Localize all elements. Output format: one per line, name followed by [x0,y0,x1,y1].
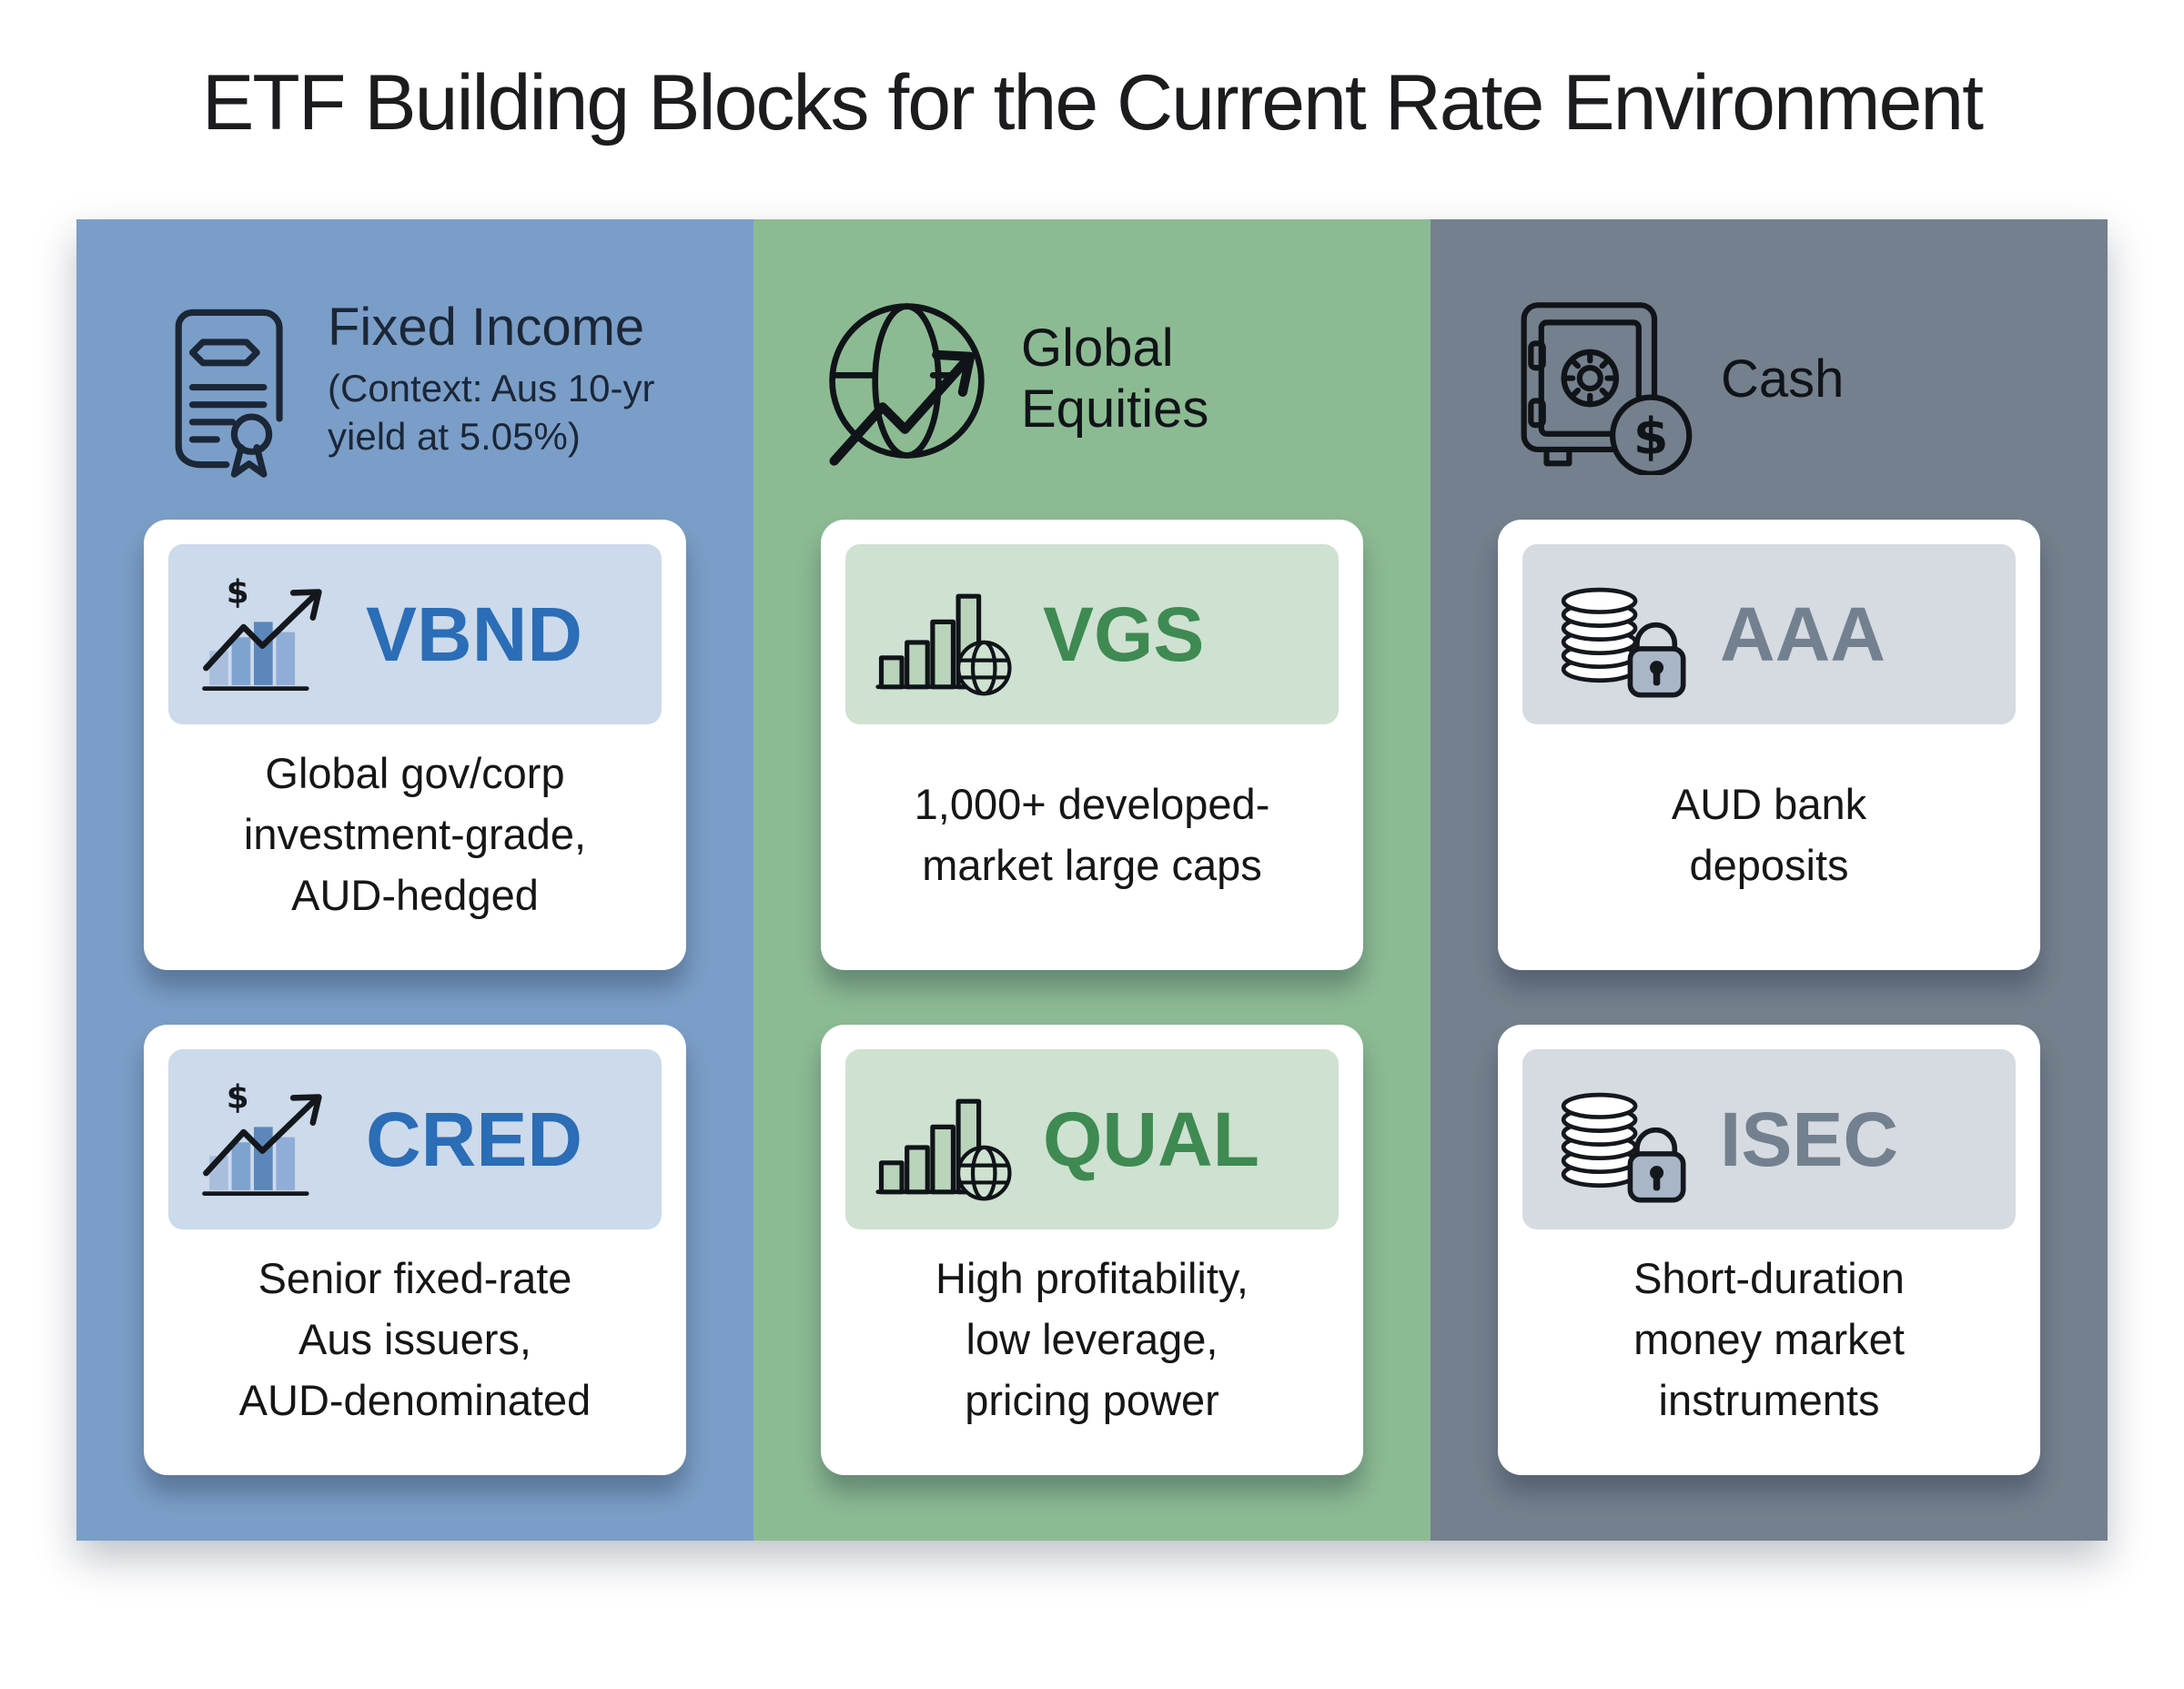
svg-text:$: $ [1633,409,1669,467]
ticker-label: ISEC [1720,1096,1899,1182]
safe-vault-dollar-icon: $ [1498,284,1694,477]
ticker-label: VBND [366,591,583,677]
column-title: Cash [1721,349,1845,409]
svg-text:$: $ [227,1079,249,1117]
column-global-equities: Global Equities [753,219,1431,1541]
bar-chart-dollar-arrow-icon: $ [197,571,339,697]
card-band: $ CRED [168,1049,662,1229]
bar-chart-dollar-arrow-icon: $ [197,1077,339,1202]
column-subtitle: (Context: Aus 10-yr yield at 5.05%) [328,366,655,459]
ticker-label: VGS [1043,591,1205,677]
etf-panel: Fixed Income (Context: Aus 10-yr yield a… [76,219,2108,1541]
etf-card-aaa: AAA AUD bank deposits [1498,520,2040,970]
bar-chart-globe-icon [875,571,1016,697]
card-band: QUAL [845,1049,1339,1229]
card-description: AUD bank deposits [1671,779,1867,889]
card-description: Senior fixed-rate Aus issuers, AUD-denom… [238,1254,592,1424]
etf-card-vgs: VGS 1,000+ developed- market large caps [821,520,1363,970]
card-band: AAA [1522,544,2016,724]
globe-growth-arrow-icon [821,282,994,478]
etf-card-isec: ISEC Short-duration money market instrum… [1498,1025,2040,1475]
bar-chart-globe-icon [875,1077,1016,1202]
etf-card-qual: QUAL High profitability, low leverage, p… [821,1025,1363,1475]
etf-card-cred: $ CRED Senior fixed-rate Aus issuers, AU… [144,1025,686,1475]
card-band: ISEC [1522,1049,2016,1229]
card-description: High profitability, low leverage, pricin… [935,1254,1249,1424]
ticker-label: AAA [1720,591,1886,677]
scroll-certificate-icon [144,279,300,480]
column-fixed-income: Fixed Income (Context: Aus 10-yr yield a… [76,219,753,1541]
global-equities-header: Global Equities [821,265,1363,494]
card-band: $ VBND [168,544,662,724]
fixed-income-titles: Fixed Income (Context: Aus 10-yr yield a… [328,298,654,461]
card-description: Short-duration money market instruments [1633,1254,1905,1424]
column-cash: $ Cash [1431,219,2108,1541]
fixed-income-header: Fixed Income (Context: Aus 10-yr yield a… [144,265,686,494]
ticker-label: CRED [366,1096,583,1182]
svg-text:$: $ [227,574,249,612]
etf-card-vbnd: $ VBND Global gov/corp investment-grade,… [144,520,686,970]
global-equities-titles: Global Equities [1021,319,1208,440]
cash-header: $ Cash [1498,265,2040,494]
card-description: Global gov/corp investment-grade, AUD-he… [243,749,587,919]
card-band: VGS [845,544,1339,724]
cash-titles: Cash [1721,349,1844,410]
ticker-label: QUAL [1043,1096,1259,1182]
coin-stack-padlock-icon [1552,570,1693,699]
infographic: ETF Building Blocks for the Current Rate… [0,58,2184,1689]
column-title: Global Equities [1021,319,1209,439]
page-title: ETF Building Blocks for the Current Rate… [201,59,1984,147]
coin-stack-padlock-icon [1552,1075,1693,1204]
card-description: 1,000+ developed- market large caps [914,779,1270,889]
column-title: Fixed Income [328,297,645,357]
